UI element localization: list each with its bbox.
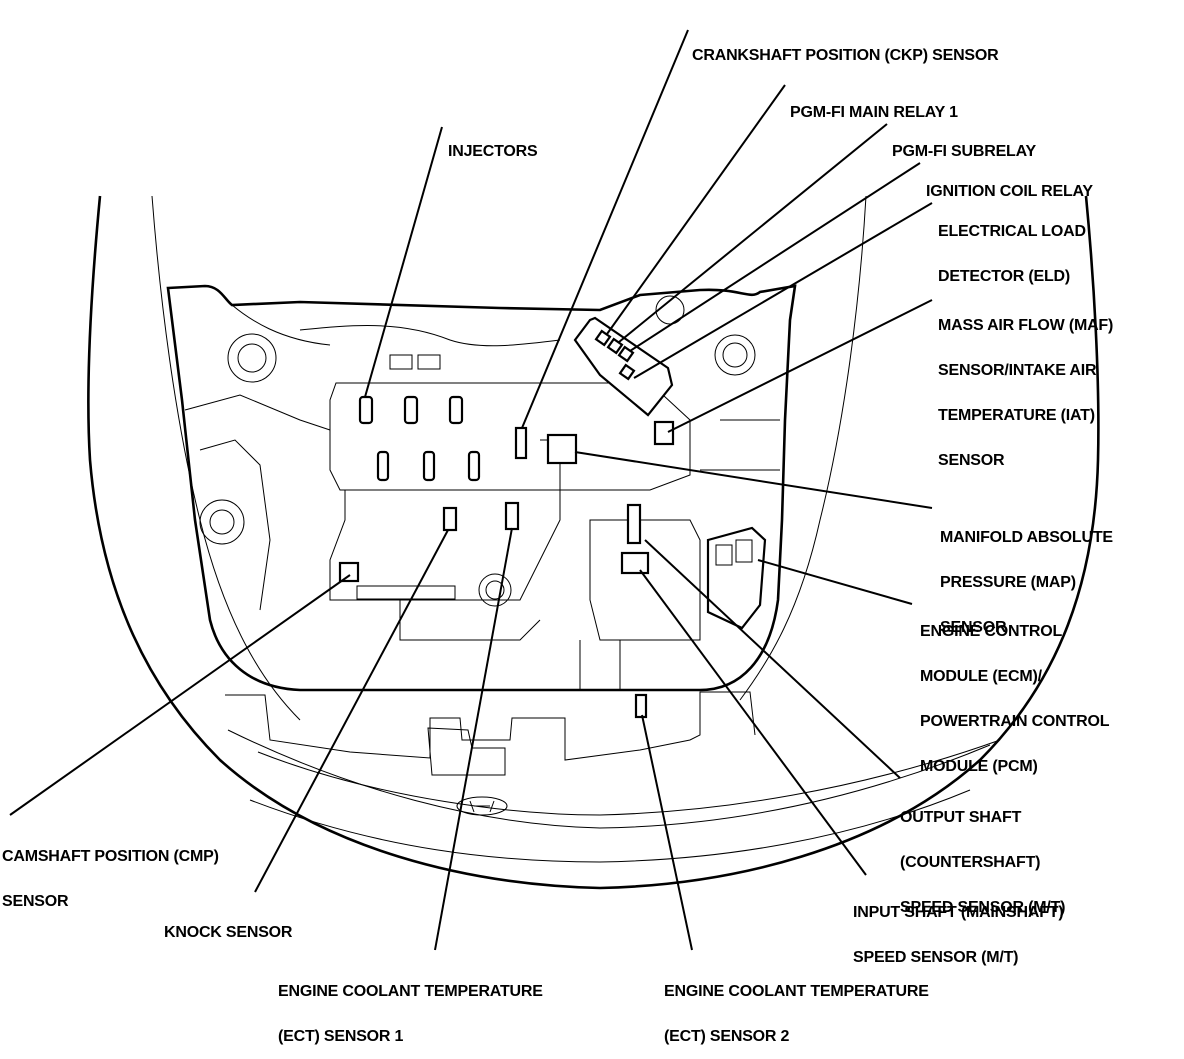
label-ect-sensor-2: ENGINE COOLANT TEMPERATURE (ECT) SENSOR … bbox=[664, 954, 929, 1059]
label-cmp-sensor: CAMSHAFT POSITION (CMP) SENSOR bbox=[2, 819, 219, 924]
label-line: SENSOR bbox=[938, 452, 1005, 469]
label-ckp-sensor: CRANKSHAFT POSITION (CKP) SENSOR bbox=[692, 18, 999, 78]
sensors bbox=[338, 420, 767, 719]
label-line: MODULE (PCM) bbox=[920, 758, 1038, 775]
maf-sensor-shape bbox=[653, 420, 675, 446]
injectors bbox=[358, 395, 481, 482]
label-line: MASS AIR FLOW (MAF) bbox=[938, 317, 1114, 334]
label-line: INJECTORS bbox=[448, 143, 538, 160]
label-ect-sensor-1: ENGINE COOLANT TEMPERATURE (ECT) SENSOR … bbox=[278, 954, 543, 1059]
label-line: ENGINE COOLANT TEMPERATURE bbox=[664, 983, 929, 1000]
label-line: POWERTRAIN CONTROL bbox=[920, 713, 1110, 730]
label-ignition-coil-relay: IGNITION COIL RELAY bbox=[926, 154, 1093, 214]
label-line: SPEED SENSOR (M/T) bbox=[900, 899, 1066, 916]
label-line: ENGINE COOLANT TEMPERATURE bbox=[278, 983, 543, 1000]
label-ecm-pcm: ENGINE CONTROL MODULE (ECM)/ POWERTRAIN … bbox=[920, 594, 1109, 789]
label-line: DETECTOR (ELD) bbox=[938, 268, 1071, 285]
relay-box bbox=[573, 316, 674, 417]
input-shaft-sensor-shape bbox=[620, 551, 650, 575]
label-line: SENSOR bbox=[940, 619, 1007, 636]
label-line: SPEED SENSOR (M/T) bbox=[853, 949, 1019, 966]
leader-lines bbox=[9, 29, 933, 951]
cmp-sensor-shape bbox=[338, 561, 360, 583]
label-maf-iat-sensor: MASS AIR FLOW (MAF) SENSOR/INTAKE AIR TE… bbox=[938, 288, 1113, 483]
label-output-shaft-sensor: OUTPUT SHAFT (COUNTERSHAFT) SPEED SENSOR… bbox=[900, 780, 1066, 930]
label-injectors: INJECTORS bbox=[448, 114, 538, 174]
label-line: ELECTRICAL LOAD bbox=[938, 223, 1086, 240]
label-main-relay: PGM-FI MAIN RELAY 1 bbox=[790, 75, 958, 135]
body-outline bbox=[87, 195, 1100, 890]
label-line: INPUT SHAFT (MAINSHAFT) bbox=[853, 904, 1064, 921]
label-line: MANIFOLD ABSOLUTE bbox=[940, 529, 1113, 546]
label-eld: ELECTRICAL LOAD DETECTOR (ELD) bbox=[938, 194, 1086, 299]
map-sensor-shape bbox=[546, 433, 578, 465]
output-shaft-sensor-shape bbox=[626, 503, 642, 545]
label-line: SENSOR bbox=[2, 893, 69, 910]
label-line: PRESSURE (MAP) bbox=[940, 574, 1076, 591]
label-line: TEMPERATURE (IAT) bbox=[938, 407, 1095, 424]
label-knock-sensor: KNOCK SENSOR bbox=[164, 895, 292, 955]
label-line: PGM-FI SUBRELAY bbox=[892, 143, 1036, 160]
label-line: CAMSHAFT POSITION (CMP) bbox=[2, 848, 219, 865]
label-line: KNOCK SENSOR bbox=[164, 924, 293, 941]
label-map-sensor: MANIFOLD ABSOLUTE PRESSURE (MAP) SENSOR bbox=[940, 500, 1113, 650]
label-line: MODULE (ECM)/ bbox=[920, 668, 1042, 685]
label-line: (COUNTERSHAFT) bbox=[900, 854, 1041, 871]
label-line: (ECT) SENSOR 1 bbox=[278, 1028, 404, 1045]
engine-block bbox=[184, 295, 780, 690]
label-subrelay: PGM-FI SUBRELAY bbox=[892, 114, 1036, 174]
label-line: ENGINE CONTROL bbox=[920, 623, 1063, 640]
label-input-shaft-sensor: INPUT SHAFT (MAINSHAFT) SPEED SENSOR (M/… bbox=[853, 875, 1064, 980]
label-line: CRANKSHAFT POSITION (CKP) SENSOR bbox=[692, 47, 999, 64]
ect1-sensor-shape bbox=[442, 506, 458, 532]
ecm-shape bbox=[706, 526, 767, 630]
ect1b-sensor-shape bbox=[504, 501, 520, 531]
ect2-sensor-shape bbox=[634, 693, 648, 719]
ckp-sensor-shape bbox=[514, 426, 528, 460]
label-line: PGM-FI MAIN RELAY 1 bbox=[790, 104, 958, 121]
label-line: OUTPUT SHAFT bbox=[900, 809, 1022, 826]
label-line: IGNITION COIL RELAY bbox=[926, 183, 1093, 200]
label-line: SENSOR/INTAKE AIR bbox=[938, 362, 1097, 379]
label-line: (ECT) SENSOR 2 bbox=[664, 1028, 790, 1045]
